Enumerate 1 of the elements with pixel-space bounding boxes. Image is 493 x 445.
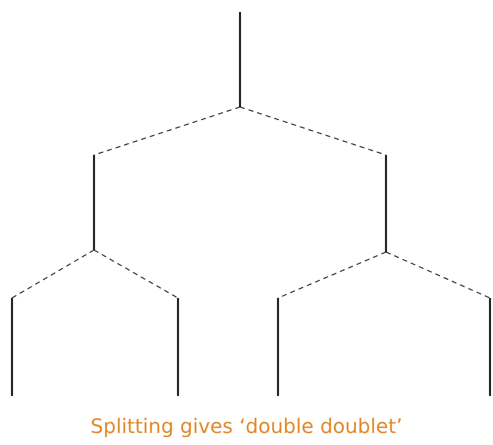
caption: Splitting gives ‘double doublet’ bbox=[90, 414, 402, 438]
